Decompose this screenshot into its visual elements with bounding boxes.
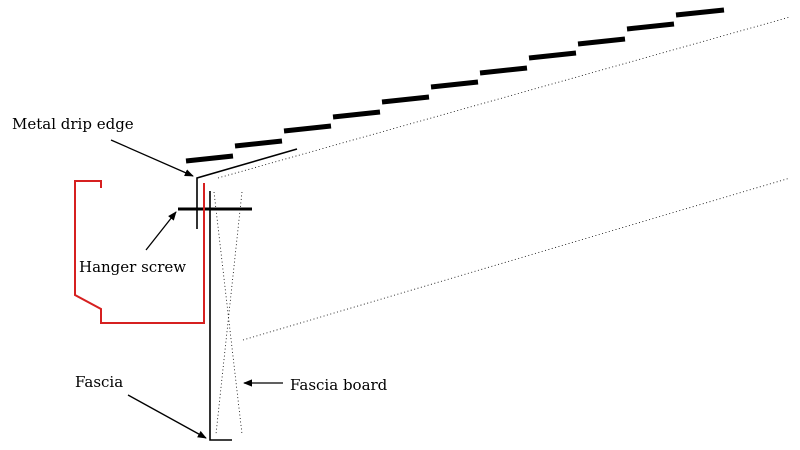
fascia-board-line-a (213, 191, 243, 435)
fascia-arrow (127, 394, 207, 439)
shingle (479, 65, 528, 76)
leader-arrows (110, 139, 283, 439)
shingle (528, 50, 577, 61)
drip-edge-arrow (110, 139, 194, 177)
shingle (626, 21, 675, 32)
fascia-shape (209, 191, 232, 441)
shingle (381, 94, 430, 105)
shingle (283, 123, 332, 134)
gutter-shape (74, 180, 205, 324)
fascia-bottom-line (242, 177, 791, 341)
shingle (675, 7, 725, 18)
label-fascia: Fascia (75, 373, 123, 391)
label-drip-edge: Metal drip edge (12, 115, 134, 133)
shingle (185, 153, 234, 164)
perspective-lines (213, 16, 791, 435)
shingle (332, 109, 381, 120)
shingle (234, 138, 283, 149)
shingle (430, 79, 479, 90)
shingle (577, 36, 626, 47)
drip-edge-shape (196, 148, 298, 229)
hanger-screw-arrow (145, 211, 177, 251)
label-hanger-screw: Hanger screw (79, 258, 186, 276)
roof-shingles (185, 7, 725, 164)
label-fascia-board: Fascia board (290, 376, 388, 394)
roof-edge-line (217, 16, 791, 179)
